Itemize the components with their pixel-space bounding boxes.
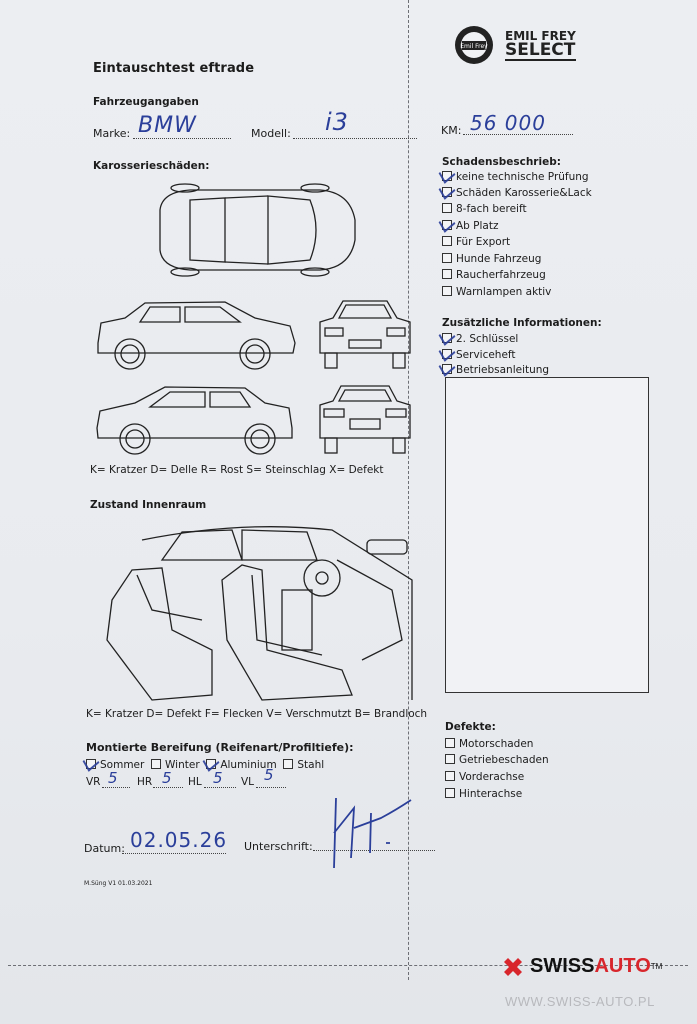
notes-box[interactable] (445, 377, 649, 693)
damage-item-dog-vehicle[interactable]: Hunde Fahrzeug (442, 253, 541, 265)
checkbox[interactable] (442, 364, 452, 374)
km-label: KM: (441, 124, 462, 137)
vehicle-section-heading: Fahrzeugangaben (93, 96, 199, 108)
defects-heading: Defekte: (445, 721, 496, 733)
winter-checkbox[interactable] (151, 759, 162, 769)
checkbox[interactable] (442, 253, 452, 263)
tread-hl-value[interactable]: 5 (213, 769, 224, 787)
tread-hl-label: HL (188, 776, 202, 788)
form-version: M.Süng V1 01.03.2021 (84, 880, 153, 887)
tire-option-summer[interactable]: Sommer (86, 759, 144, 771)
signature-label: Unterschrift: (244, 840, 313, 853)
km-line (463, 134, 573, 135)
checkbox[interactable] (442, 269, 452, 279)
interior-heading: Zustand Innenraum (90, 499, 207, 511)
aluminium-checkbox[interactable] (206, 759, 217, 769)
tread-hr-value[interactable]: 5 (162, 769, 173, 787)
car-top-view-diagram (159, 183, 356, 277)
checkbox[interactable] (442, 220, 452, 230)
car-side-view-left-diagram (96, 386, 293, 455)
tire-option-aluminium[interactable]: Aluminium (206, 759, 277, 771)
damage-item-8-tires[interactable]: 8-fach bereift (442, 203, 527, 215)
checkbox[interactable] (442, 203, 452, 213)
signature-scribble[interactable] (326, 788, 416, 878)
tread-vr-value[interactable]: 5 (108, 769, 119, 787)
date-label: Datum: (84, 842, 125, 855)
damage-item-body-paint[interactable]: Schäden Karosserie&Lack (442, 187, 592, 199)
fold-divider (408, 0, 409, 980)
modell-label: Modell: (251, 127, 291, 140)
body-damage-legend: K= Kratzer D= Delle R= Rost S= Steinschl… (90, 464, 384, 476)
modell-line (293, 138, 417, 139)
tread-hr-line (153, 787, 183, 788)
form-title: Eintauschtest eftrade (93, 61, 255, 76)
defect-item-front-axle[interactable]: Vorderachse (445, 771, 524, 783)
logo-line2: SELECT (505, 39, 576, 61)
body-damage-heading: Karosserieschäden: (93, 160, 210, 172)
tire-option-stahl[interactable]: Stahl (283, 759, 324, 771)
date-value[interactable]: 02.05.26 (130, 828, 228, 852)
signature-line (313, 850, 435, 851)
car-rear-view-diagram (319, 385, 411, 454)
tread-vl-line (256, 787, 286, 788)
tires-heading: Montierte Bereifung (Reifenart/Profiltie… (86, 741, 354, 754)
car-front-view-diagram (319, 300, 411, 369)
watermark-url: WWW.SWISS-AUTO.PL (505, 994, 655, 1009)
tire-options-row: Sommer Winter Aluminium Stahl (86, 759, 324, 771)
modell-value[interactable]: i3 (325, 108, 349, 136)
brand-auto: AUTO (594, 955, 651, 977)
date-line (122, 853, 226, 854)
checkbox[interactable] (442, 286, 452, 296)
defect-item-gearbox[interactable]: Getriebeschaden (445, 754, 549, 766)
damage-item-no-tech-check[interactable]: keine technische Prüfung (442, 171, 589, 183)
info-item-second-key[interactable]: 2. Schlüssel (442, 333, 518, 345)
damage-item-ab-platz[interactable]: Ab Platz (442, 220, 499, 232)
tread-vl-label: VL (241, 776, 255, 788)
additional-info-heading: Zusätzliche Informationen: (442, 317, 602, 329)
bottom-divider (8, 965, 688, 966)
tread-hl-line (204, 787, 236, 788)
brand-swiss: SWISS (530, 955, 595, 977)
checkbox[interactable] (442, 171, 452, 181)
badge-text: Emil Frey (460, 43, 488, 50)
checkbox[interactable] (445, 788, 455, 798)
tread-vr-line (102, 787, 130, 788)
damage-item-export[interactable]: Für Export (442, 236, 510, 248)
checkbox[interactable] (445, 754, 455, 764)
emil-frey-logo: Emil Frey EMIL FREY SELECT (453, 24, 576, 66)
marke-line (133, 138, 231, 139)
info-item-manual[interactable]: Betriebsanleitung (442, 364, 549, 376)
interior-legend: K= Kratzer D= Defekt F= Flecken V= Versc… (86, 708, 428, 720)
marke-value[interactable]: BMW (138, 113, 197, 138)
marke-label: Marke: (93, 127, 131, 140)
damage-report-heading: Schadensbeschrieb: (442, 156, 561, 168)
stahl-checkbox[interactable] (283, 759, 294, 769)
tread-hr-label: HR (137, 776, 153, 788)
tire-option-winter[interactable]: Winter (151, 759, 200, 771)
checkbox[interactable] (445, 771, 455, 781)
logo-line1: EMIL FREY (505, 28, 576, 43)
checkbox[interactable] (442, 333, 452, 343)
damage-item-smoker[interactable]: Raucherfahrzeug (442, 269, 546, 281)
checkbox[interactable] (445, 738, 455, 748)
damage-item-warning-lights[interactable]: Warnlampen aktiv (442, 286, 551, 298)
checkbox[interactable] (442, 236, 452, 246)
km-value[interactable]: 56 000 (470, 111, 546, 135)
defect-item-engine[interactable]: Motorschaden (445, 738, 533, 750)
tread-vr-label: VR (86, 776, 101, 788)
swiss-cross-icon (504, 957, 522, 976)
gear-badge-icon: Emil Frey (455, 26, 493, 64)
checkbox[interactable] (442, 187, 452, 197)
tread-vl-value[interactable]: 5 (264, 766, 275, 784)
defect-item-rear-axle[interactable]: Hinterachse (445, 788, 522, 800)
info-item-service-book[interactable]: Serviceheft (442, 349, 516, 361)
car-side-view-right-diagram (97, 301, 296, 370)
brand-tm: TM (650, 962, 663, 971)
interior-diagram (106, 526, 413, 701)
summer-checkbox[interactable] (86, 759, 96, 769)
